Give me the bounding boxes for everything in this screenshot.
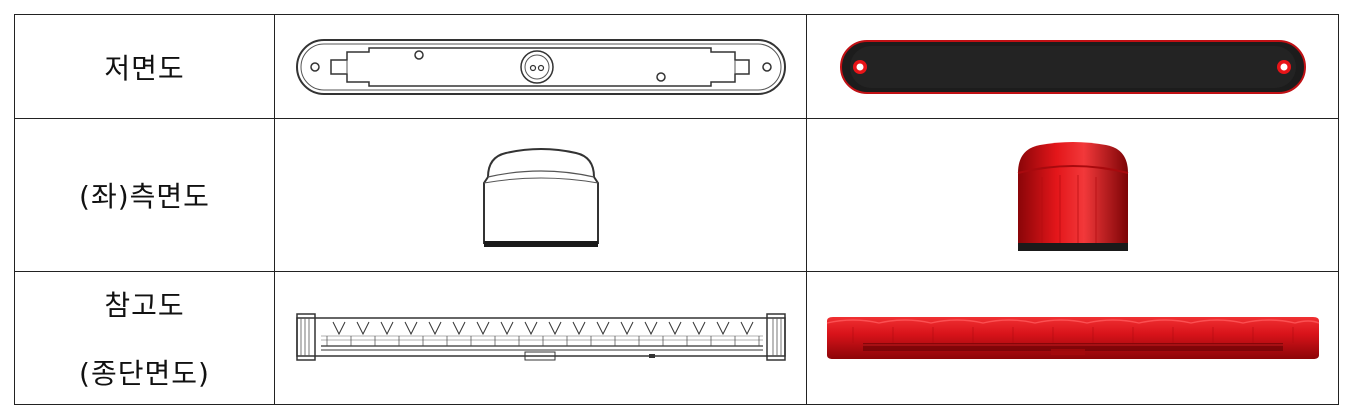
side-view-line-drawing (482, 148, 599, 247)
bottom-view-photo-cell (806, 14, 1339, 119)
side-view-photo (1017, 142, 1128, 251)
side-view-line-drawing-cell (274, 118, 807, 272)
table-row-bottom-view: 저면도 (14, 14, 1339, 119)
row-label-reference-line2: (종단면도) (79, 357, 210, 390)
bottom-view-photo (839, 39, 1306, 94)
row-label-reference-view: 참고도 (종단면도) (14, 271, 275, 405)
row-label-reference-line1: 참고도 (104, 289, 185, 322)
design-drawing-table: 저면도 (14, 14, 1339, 405)
bottom-view-line-drawing-cell (274, 14, 807, 119)
side-view-photo-cell (806, 118, 1339, 272)
table-row-side-view: (좌)측면도 (14, 118, 1339, 272)
table-row-reference-view: 참고도 (종단면도) (14, 271, 1339, 405)
section-view-photo-cell (806, 271, 1339, 405)
section-view-line-drawing (295, 313, 786, 361)
section-view-photo (826, 317, 1319, 359)
section-view-line-drawing-cell (274, 271, 807, 405)
bottom-view-line-drawing (295, 38, 786, 95)
design-sheet: 저면도 (14, 14, 1339, 405)
row-label-side-view: (좌)측면도 (14, 118, 275, 272)
row-label-bottom-view: 저면도 (14, 14, 275, 119)
